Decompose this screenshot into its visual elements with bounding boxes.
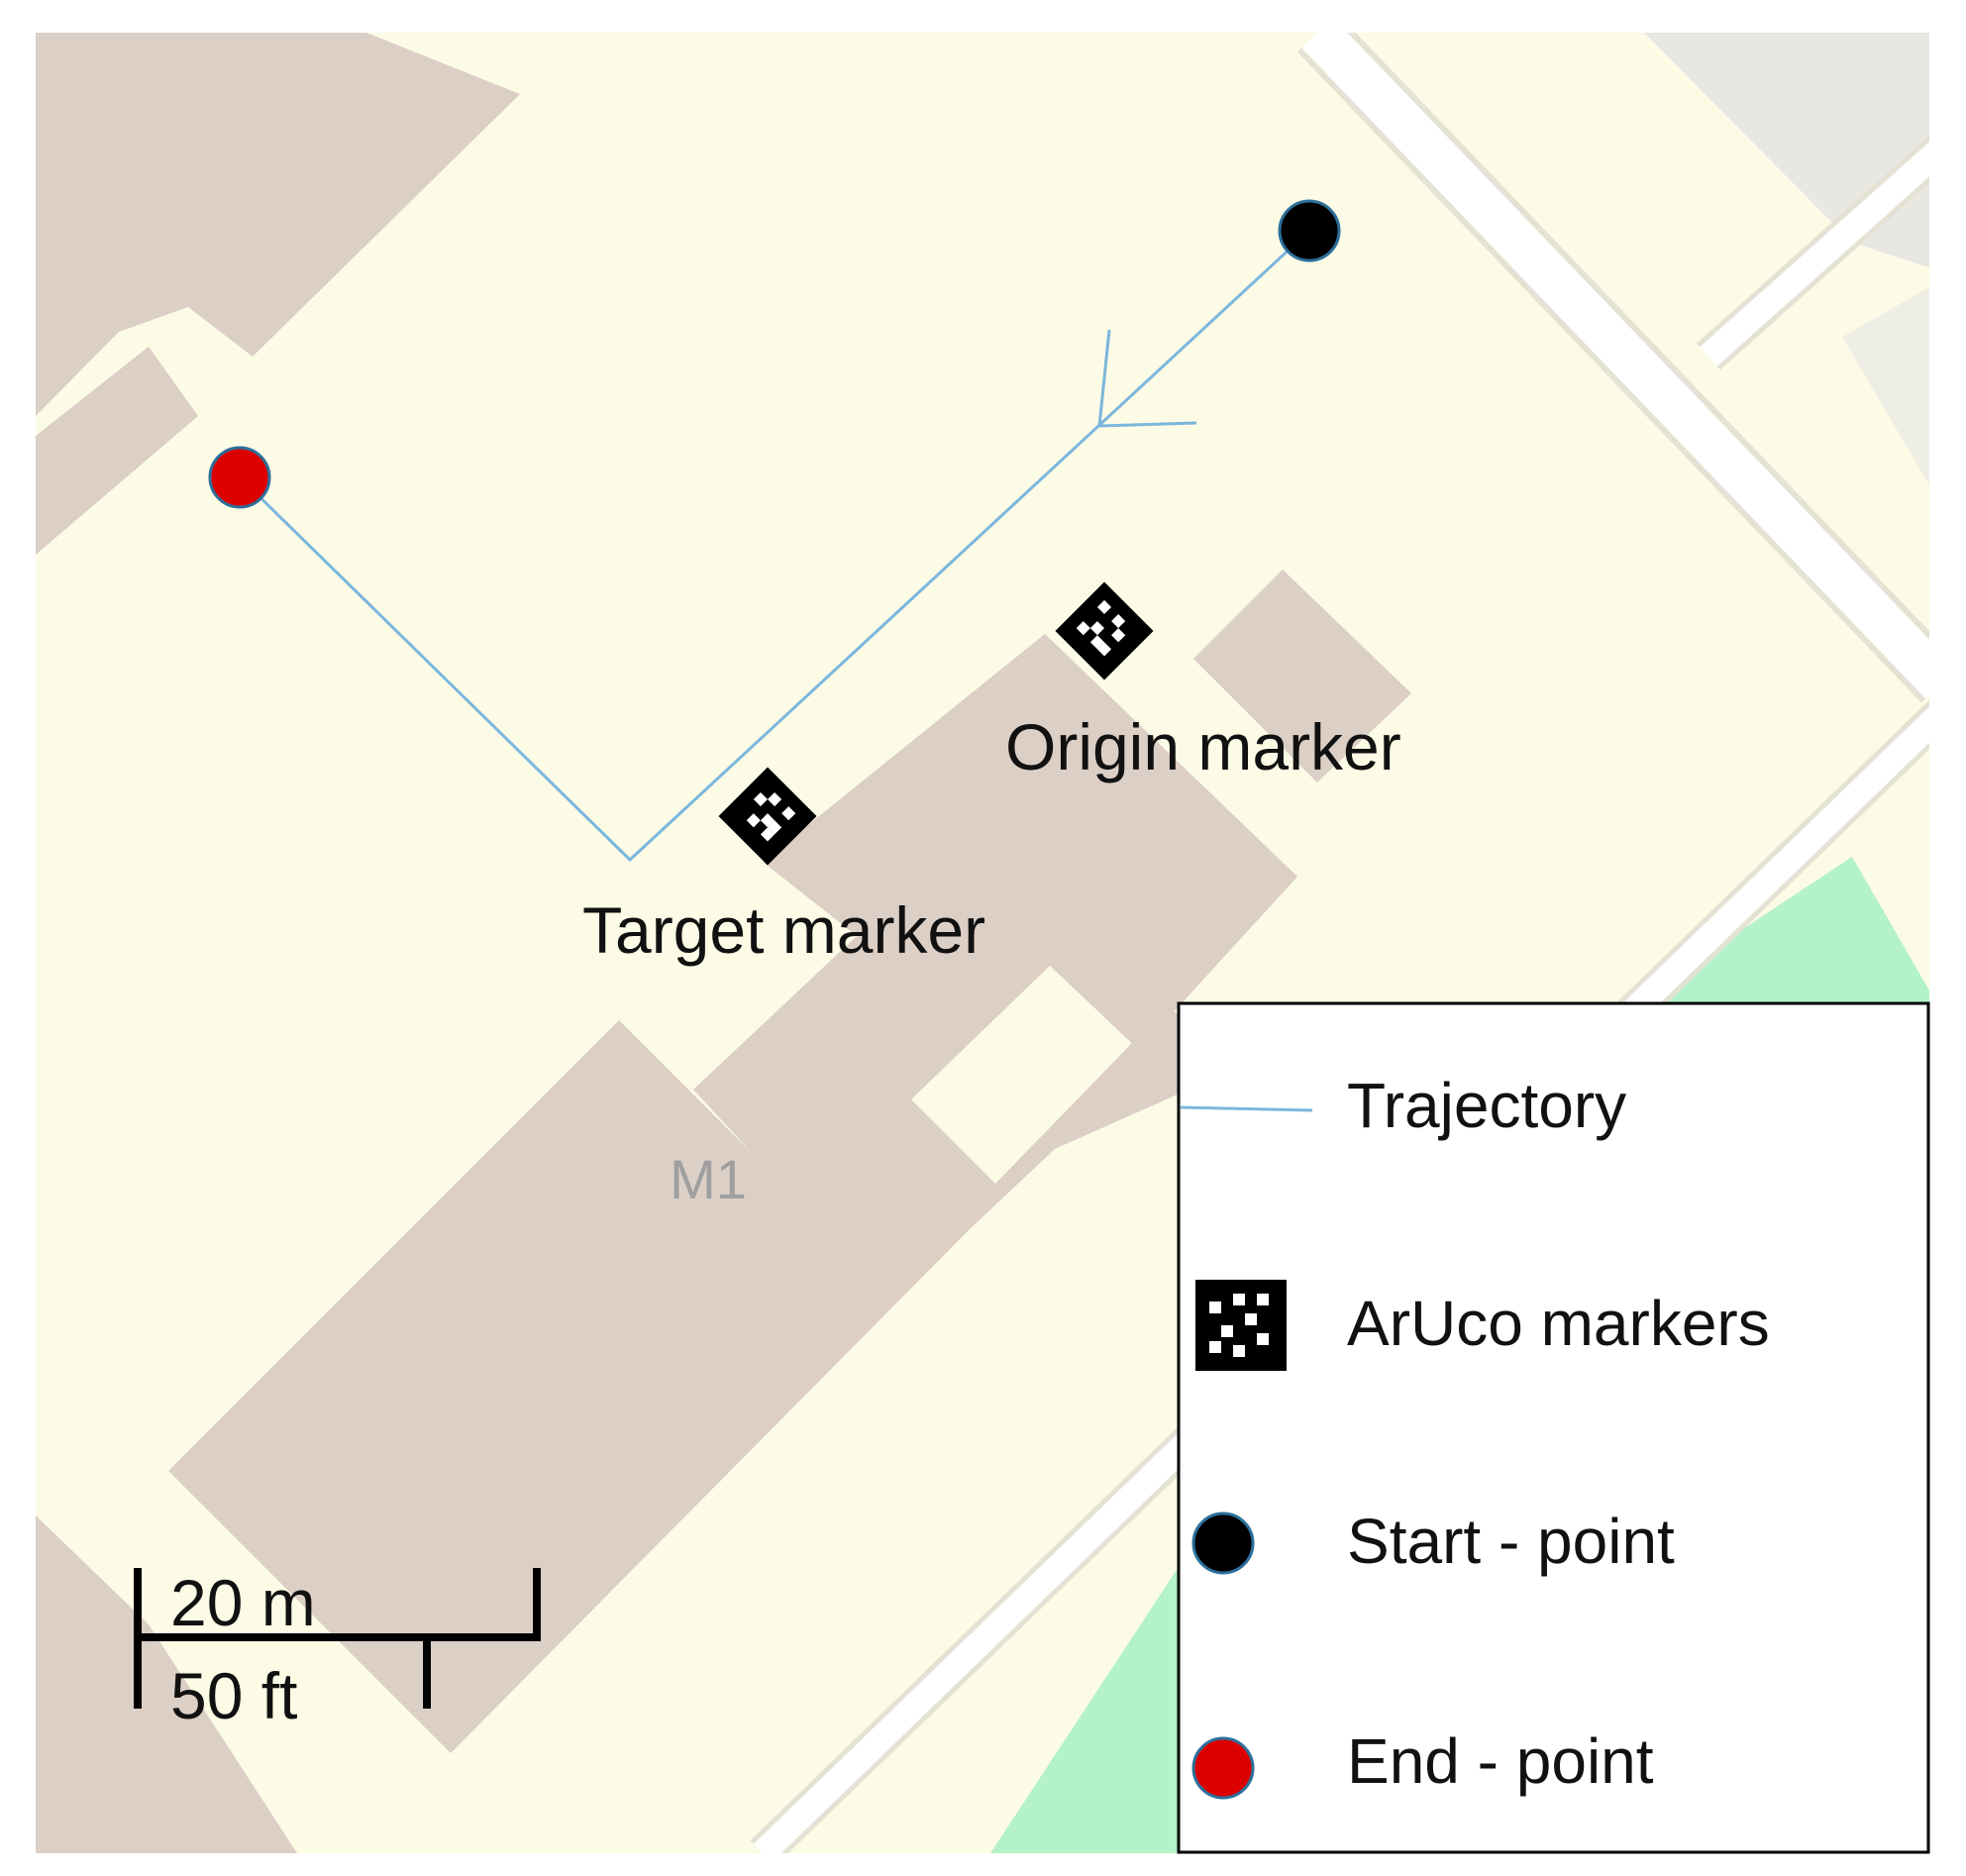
- legend-box: [1177, 1001, 1930, 1854]
- basemap: M1: [36, 33, 1929, 1853]
- building-top-left: [36, 33, 520, 416]
- aruco-marker-icon: [1195, 1280, 1287, 1371]
- legend-label-start: Start - point: [1347, 1506, 1675, 1577]
- building-bottom-left: [36, 1515, 297, 1853]
- direction-arrow-icon: [1097, 329, 1197, 428]
- target-aruco-marker: [718, 767, 817, 866]
- end-point: [208, 446, 271, 509]
- start-point: [1278, 199, 1341, 262]
- building-annex-right: [1193, 570, 1411, 782]
- trajectory-line: [238, 229, 1311, 863]
- scale-bar: 20 m 50 ft: [134, 1566, 541, 1732]
- scale-bar-imperial-label: 50 ft: [170, 1659, 297, 1732]
- start-point-icon: [1191, 1511, 1255, 1575]
- origin-marker-label: Origin marker: [1005, 710, 1401, 783]
- buildings: [36, 33, 1411, 1853]
- trajectory: [238, 229, 1311, 863]
- legend: Trajectory ArUco markers Start - point E…: [1177, 1001, 1930, 1854]
- trajectory-line-icon: [1180, 1105, 1313, 1112]
- end-point-icon: [1191, 1736, 1255, 1800]
- building-m1: [168, 634, 1297, 1753]
- scale-bar-metric-label: 20 m: [170, 1566, 316, 1639]
- building-left-small: [36, 347, 198, 555]
- roads: [750, 33, 1929, 1853]
- legend-label-end: End - point: [1347, 1725, 1654, 1797]
- lot-area-right: [1842, 287, 1929, 485]
- building-label: M1: [670, 1148, 747, 1210]
- legend-label-trajectory: Trajectory: [1347, 1070, 1626, 1141]
- target-marker-label: Target marker: [582, 893, 985, 967]
- legend-label-aruco: ArUco markers: [1347, 1288, 1770, 1359]
